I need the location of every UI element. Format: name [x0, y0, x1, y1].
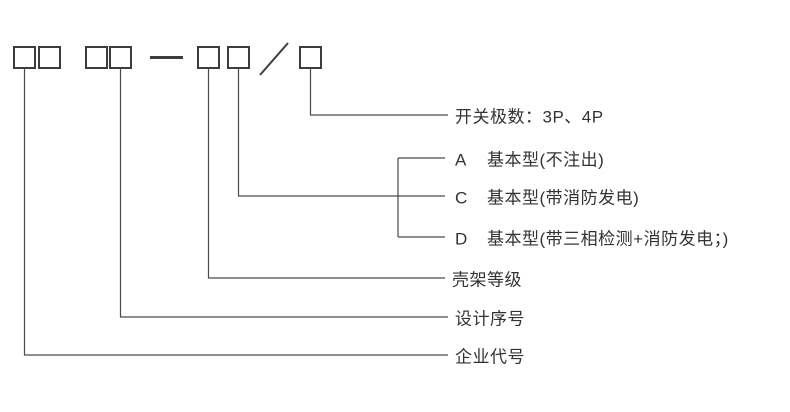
- model-code-box: [85, 46, 108, 69]
- label-switch-poles: 开关极数：3P、4P: [455, 107, 604, 127]
- model-code-box: [38, 46, 61, 69]
- type-a-description: 基本型(不注出): [487, 150, 605, 170]
- label-frame-level: 壳架等级: [452, 270, 522, 290]
- leader-line-frame-level: [207, 68, 445, 279]
- type-d-letter: D: [455, 229, 468, 249]
- label-type-c: C 基本型(带消防发电): [455, 184, 639, 209]
- label-type-a: A 基本型(不注出): [455, 146, 604, 171]
- label-type-d: D 基本型(带三相检测+消防发电；): [455, 225, 729, 250]
- slash-separator-icon: [259, 42, 289, 76]
- model-code-box: [299, 46, 322, 69]
- type-c-letter: C: [455, 188, 468, 208]
- type-d-description: 基本型(带三相检测+消防发电；): [487, 229, 729, 249]
- label-enterprise-code: 企业代号: [455, 347, 525, 367]
- label-design-serial: 设计序号: [455, 309, 525, 329]
- leader-line-switch-poles: [309, 68, 448, 116]
- model-code-box: [13, 46, 36, 69]
- model-code-box: [227, 46, 250, 69]
- leader-line-type-c: [237, 68, 445, 197]
- model-code-box: [197, 46, 220, 69]
- leader-line-enterprise-code: [23, 68, 448, 356]
- type-c-description: 基本型(带消防发电): [487, 188, 640, 208]
- leader-line-design-serial: [119, 68, 448, 318]
- model-code-box: [109, 46, 132, 69]
- type-a-letter: A: [455, 150, 467, 170]
